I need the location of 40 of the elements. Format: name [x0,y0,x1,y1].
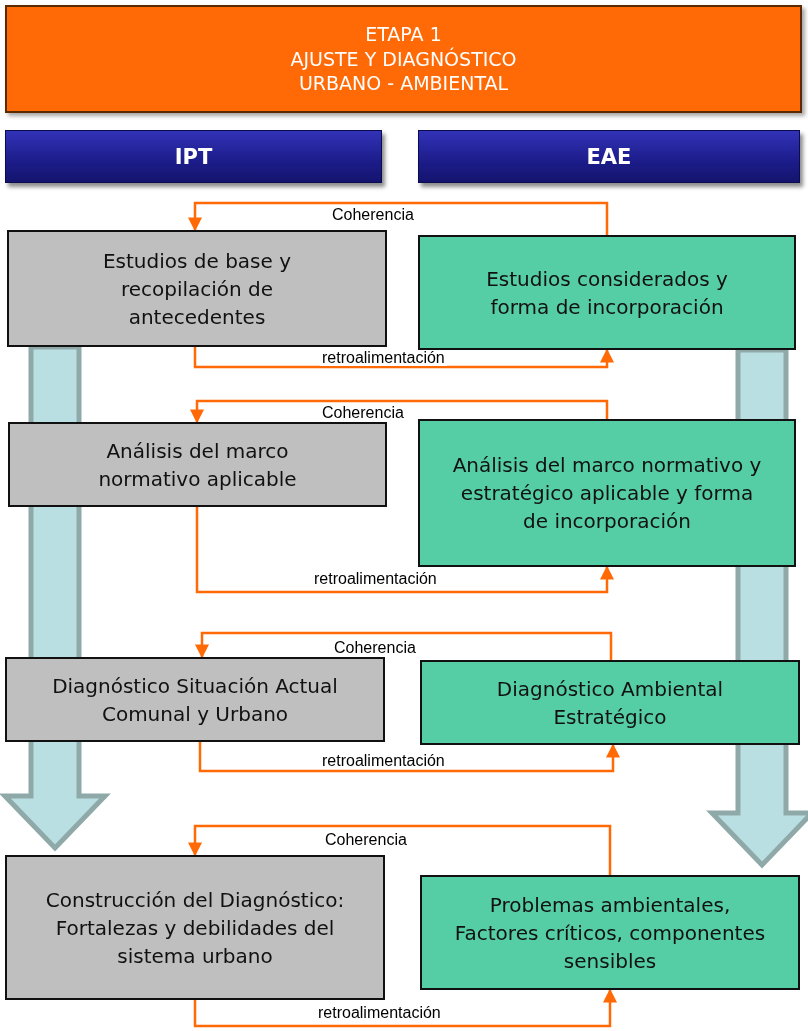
process-box [5,657,385,742]
edge-label: Coherencia [332,640,418,656]
box-text: Análisis del marco normativo aplicable [97,437,298,493]
edge-label: retroalimentación [320,350,447,366]
arrow [193,988,617,1028]
process-box [7,230,387,347]
arrow [198,742,620,773]
edge-label: Coherencia [330,207,416,223]
column-header [5,130,382,183]
edge-label: retroalimentación [316,1005,443,1021]
process-box [420,875,800,990]
box-text: ETAPA 1 [365,21,442,47]
arrow [188,824,612,875]
stage-banner [5,5,802,113]
box-text: EAE [586,144,632,169]
process-box [418,419,796,567]
box-text: Diagnóstico Situación Actual Comunal y Urbano [51,672,339,728]
process-box [420,660,800,745]
edge-label: Coherencia [320,405,406,421]
process-box [418,235,796,350]
box-text: URBANO - AMBIENTAL [298,71,509,97]
arrow [193,347,614,369]
edge-label: retroalimentación [312,571,439,587]
edge-label: retroalimentación [320,753,447,769]
column-header [418,130,800,183]
arrow [190,399,609,424]
arrow [195,631,613,660]
box-text: Estudios considerados y forma de incorporación [485,265,729,321]
box-text: IPT [174,144,213,169]
box-text: AJUSTE Y DIAGNÓSTICO [290,46,517,72]
box-text: Estudios de base y recopilación de antecedentes [101,247,293,331]
arrow [195,507,614,594]
arrow [188,201,609,235]
box-text: Diagnóstico Ambiental Estratégico [495,675,725,731]
box-text: Construcción del Diagnóstico: Fortalezas y debilidades del sistema urbano [45,886,345,970]
box-text: Problemas ambientales, Factores críticos, componentes sensibles [453,891,767,975]
box-text: Análisis del marco normativo y estratégico aplicable y forma de incorporación [451,452,763,535]
edge-label: Coherencia [323,832,409,848]
process-box [8,422,387,507]
process-box [5,855,385,1000]
